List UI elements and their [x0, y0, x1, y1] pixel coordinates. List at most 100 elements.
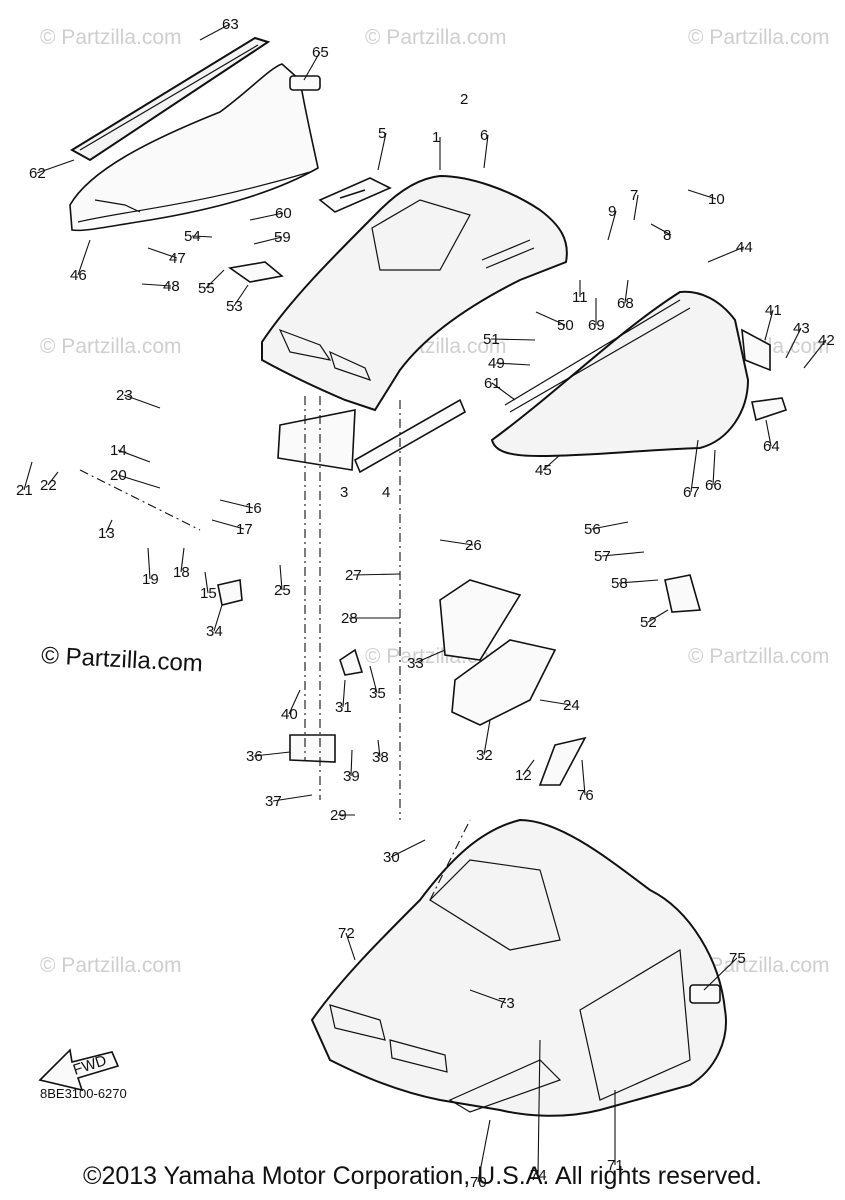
callout-3: 3 — [340, 484, 348, 501]
callout-70: 70 — [470, 1119, 491, 1191]
callout-number: 74 — [530, 1167, 547, 1184]
callout-leader-line — [253, 751, 291, 757]
callout-leader-line — [439, 539, 474, 546]
callout-leader-line — [117, 474, 161, 489]
callout-76: 76 — [577, 759, 594, 804]
callout-63: 63 — [199, 16, 239, 41]
callout-number: 49 — [488, 355, 505, 372]
watermark: © Partzilla.com — [688, 645, 830, 668]
assembly-lines — [79, 396, 471, 901]
callout-12: 12 — [515, 759, 535, 784]
callout-leader-line — [47, 471, 59, 486]
callout-leader-line — [390, 839, 426, 858]
callout-46: 46 — [70, 239, 91, 284]
lower-cowl — [310, 818, 727, 1117]
fwd-arrow-icon: FWD — [38, 1048, 120, 1092]
callout-leader-line — [303, 51, 321, 81]
callout-2: 2 — [460, 91, 468, 108]
callout-number: 7 — [630, 187, 638, 204]
callout-leader-line — [199, 23, 231, 41]
callout-leader-line — [219, 499, 254, 509]
callout-number: 62 — [29, 165, 46, 182]
callout-number: 56 — [584, 521, 601, 538]
callout-4: 4 — [382, 484, 390, 501]
callout-number: 52 — [640, 614, 657, 631]
callout-leader-line — [180, 547, 185, 573]
callout-number: 15 — [200, 585, 217, 602]
callout-15: 15 — [200, 571, 217, 602]
callout-69: 69 — [588, 298, 605, 334]
callout-64: 64 — [763, 419, 780, 455]
callout-number: 26 — [465, 537, 482, 554]
callout-10: 10 — [687, 189, 725, 208]
callout-leader-line — [650, 223, 672, 236]
callout-number: 48 — [163, 278, 180, 295]
callout-leader-line — [147, 247, 178, 259]
callout-number: 40 — [281, 706, 298, 723]
callout-61: 61 — [484, 375, 516, 401]
callout-number: 60 — [275, 205, 292, 222]
watermark: © Partzilla.com — [40, 335, 182, 358]
callout-73: 73 — [469, 989, 515, 1012]
callout-number: 24 — [563, 697, 580, 714]
callout-leader-line — [211, 519, 245, 530]
callout-leader-line — [204, 571, 209, 594]
callout-leader-line — [542, 454, 561, 471]
callout-39: 39 — [343, 749, 360, 785]
callout-number: 58 — [611, 575, 628, 592]
callout-59: 59 — [253, 229, 291, 246]
callout-leader-line — [414, 649, 446, 664]
callout-leader-line — [764, 309, 774, 341]
watermark: © Partzilla.com — [40, 954, 182, 977]
callout-72: 72 — [338, 925, 356, 961]
callout-leader-line — [633, 194, 639, 221]
callout-number: 54 — [184, 228, 201, 245]
callout-leader-line — [591, 521, 629, 530]
copyright-footer: ©2013 Yamaha Motor Corporation, U.S.A. A… — [83, 1162, 762, 1190]
callout-22: 22 — [40, 471, 59, 494]
callout-number: 73 — [498, 995, 515, 1012]
callout-number: 31 — [335, 699, 352, 716]
callout-number: 23 — [116, 387, 133, 404]
callout-53: 53 — [226, 284, 249, 315]
callout-leader-line — [607, 210, 617, 241]
callout-number: 53 — [226, 298, 243, 315]
upper-hood-panel — [261, 174, 568, 412]
callout-leader-line — [279, 564, 283, 591]
callout-number: 33 — [407, 655, 424, 672]
callout-leader-line — [233, 284, 249, 307]
watermark: © Partzilla.com — [40, 26, 182, 49]
callout-leader-line — [105, 519, 113, 534]
callout-number: 43 — [793, 320, 810, 337]
callout-number: 19 — [142, 571, 159, 588]
callout-number: 12 — [515, 767, 532, 784]
callout-leader-line — [77, 239, 91, 276]
callout-30: 30 — [383, 839, 426, 866]
callout-32: 32 — [476, 719, 493, 764]
callout-number: 13 — [98, 525, 115, 542]
callout-leader-line — [23, 461, 33, 491]
callout-number: 6 — [480, 127, 488, 144]
callout-number: 55 — [198, 280, 215, 297]
callout-leader-line — [352, 573, 401, 576]
callout-leader-line — [147, 547, 151, 580]
callout-leader-line — [483, 719, 491, 756]
callout-number: 14 — [110, 442, 127, 459]
callout-leader-line — [618, 579, 659, 584]
callout-number: 63 — [222, 16, 239, 33]
callout-leader-line — [350, 749, 353, 777]
callout-leader-line — [581, 759, 586, 796]
callout-number: 47 — [169, 250, 186, 267]
callout-9: 9 — [607, 203, 617, 241]
callout-leader-line — [342, 679, 346, 708]
callout-number: 59 — [274, 229, 291, 246]
callout-number: 61 — [484, 375, 501, 392]
callout-leader-line — [377, 132, 387, 171]
callout-number: 39 — [343, 768, 360, 785]
callout-number: 9 — [608, 203, 616, 220]
callout-37: 37 — [265, 793, 313, 810]
callout-65: 65 — [303, 44, 329, 81]
callout-17: 17 — [211, 519, 253, 538]
